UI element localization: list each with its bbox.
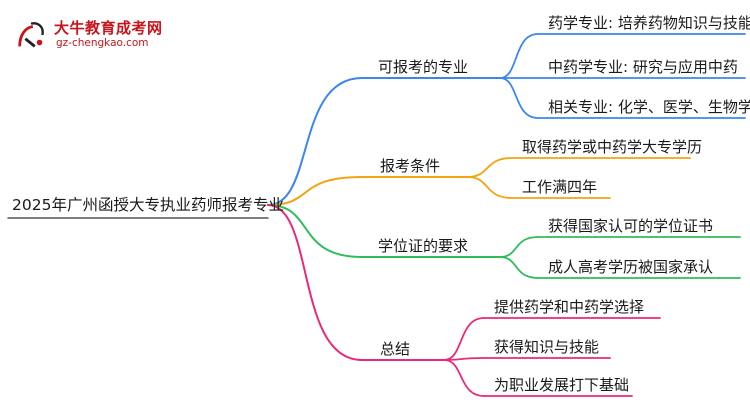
branch-summary: 总结 — [380, 340, 411, 358]
leaf-recognition: 成人高考学历被国家承认 — [548, 258, 714, 276]
branch-connector — [267, 77, 363, 206]
leaf-work-years: 工作满四年 — [522, 178, 598, 196]
leaf-connector — [443, 317, 485, 361]
site-logo — [14, 14, 52, 56]
bull-logo-icon — [18, 22, 44, 48]
leaf-certificate: 获得国家认可的学位证书 — [548, 217, 714, 235]
branch-connector — [267, 204, 363, 258]
logo-url: gz-chengkao.com — [56, 37, 149, 49]
leaf-career: 为职业发展打下基础 — [494, 376, 630, 394]
leaf-skills: 获得知识与技能 — [494, 338, 600, 356]
leaf-connector — [499, 77, 539, 119]
leaf-connector — [499, 236, 539, 258]
logo-title: 大牛教育成考网 — [54, 19, 163, 37]
leaf-pharmacy: 药学专业: 培养药物知识与技能 — [548, 14, 750, 32]
branch-connector — [267, 176, 363, 206]
branch-degree: 学位证的要求 — [378, 237, 469, 255]
leaf-connector — [499, 256, 539, 279]
branch-conditions: 报考条件 — [380, 157, 441, 175]
branch-majors: 可报考的专业 — [378, 58, 469, 76]
branch-connector — [267, 204, 363, 361]
leaf-choice: 提供药学和中药学选择 — [494, 298, 645, 316]
leaf-connector — [467, 157, 513, 178]
leaf-related: 相关专业: 化学、医学、生物学 — [548, 98, 750, 116]
leaf-connector — [499, 33, 539, 79]
leaf-tcm: 中药学专业: 研究与应用中药 — [548, 58, 738, 76]
root-topic: 2025年广州函授大专执业药师报考专业 — [12, 196, 284, 214]
leaf-diploma: 取得药学或中药学大专学历 — [522, 138, 703, 156]
leaf-connector — [467, 176, 513, 199]
leaf-connector — [443, 359, 485, 397]
